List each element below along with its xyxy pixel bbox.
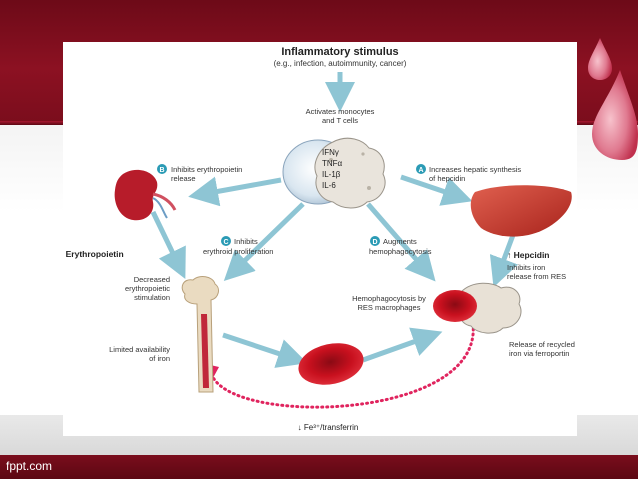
marker-b-label: B — [159, 167, 164, 174]
limited-line-2: of iron — [149, 354, 170, 363]
cytokine-il6: IL-6 — [322, 181, 336, 190]
kidney-illustration — [114, 169, 177, 221]
d-text-line-1: Augments — [383, 237, 417, 246]
diagram-title: Inflammatory stimulus — [281, 46, 398, 58]
decreased-line-3: stimulation — [134, 293, 170, 302]
inhibits-iron-line-2: release from RES — [507, 272, 566, 281]
blood-drop-small — [588, 38, 612, 80]
limited-line-1: Limited availability — [109, 345, 170, 354]
marker-b — [157, 164, 167, 174]
footer-brand: fppt.com — [6, 459, 53, 473]
release-line-1: Release of recycled — [509, 340, 575, 349]
fe-transferrin-label: ↓ Fe³⁺/transferrin — [298, 423, 359, 432]
hemophagocytosis-line-2: RES macrophages — [358, 303, 421, 312]
bone-illustration — [181, 276, 219, 393]
red-blood-cell-illustration — [298, 343, 364, 385]
arrow-marrow-to-rbc — [222, 332, 308, 368]
arrow-to-macrophage — [366, 202, 436, 282]
arrow-to-kidney — [188, 176, 282, 207]
arrow-kidney-to-marrow — [150, 210, 186, 280]
iron-recycling-dotted-path — [209, 322, 475, 409]
a-text-line-2: of hepcidin — [429, 174, 465, 183]
diagram-panel: Inflammatory stimulus (e.g., infection, … — [59, 42, 577, 436]
marker-a — [416, 164, 426, 174]
immune-cells — [282, 137, 386, 209]
marker-d-label: D — [372, 239, 377, 246]
marker-a-label: A — [418, 167, 423, 174]
macrophage-illustration — [433, 282, 522, 334]
hepcidin-label: ↑ Hepcidin — [507, 250, 550, 260]
marker-d — [370, 236, 380, 246]
footer-bar — [0, 455, 638, 479]
b-text-line-2: release — [171, 174, 196, 183]
a-text-line-1: Increases hepatic synthesis — [429, 165, 521, 174]
cytokine-tnf: TNFα — [322, 159, 343, 168]
c-text-line-2: erythroid proliferation — [203, 247, 273, 256]
blood-drop-large — [592, 70, 638, 160]
decreased-line-1: Decreased — [134, 275, 170, 284]
liver-illustration — [470, 185, 572, 237]
cytokine-ifn: IFNγ — [322, 148, 339, 157]
cytokine-il1: IL-1β — [322, 170, 341, 179]
inhibits-iron-line-1: Inhibits iron — [507, 263, 545, 272]
hemophagocytosis-line-1: Hemophagocytosis by — [352, 294, 426, 303]
blood-drops-decoration — [588, 38, 638, 160]
b-text-line-1: Inhibits erythropoietin — [171, 165, 242, 174]
inflammation-anemia-diagram: Inflammatory stimulus (e.g., infection, … — [59, 46, 575, 432]
activates-line-1: Activates monocytes — [306, 107, 375, 116]
release-line-2: iron via ferroportin — [509, 349, 569, 358]
arrow-to-liver — [400, 174, 473, 206]
marker-c-label: C — [223, 239, 228, 246]
erythropoietin-label: ↓ Erythropoietin — [63, 249, 124, 259]
arrow-to-bone-marrow — [223, 202, 305, 281]
d-text-line-2: hemophagocytosis — [369, 247, 432, 256]
activates-line-2: and T cells — [322, 116, 358, 125]
marker-c — [221, 236, 231, 246]
diagram-subtitle: (e.g., infection, autoimmunity, cancer) — [274, 59, 407, 68]
arrow-liver-to-macrophage — [489, 234, 519, 288]
c-text-line-1: Inhibits — [234, 237, 258, 246]
arrow-rbc-to-macrophage — [362, 327, 443, 363]
decreased-line-2: erythropoietic — [125, 284, 170, 293]
